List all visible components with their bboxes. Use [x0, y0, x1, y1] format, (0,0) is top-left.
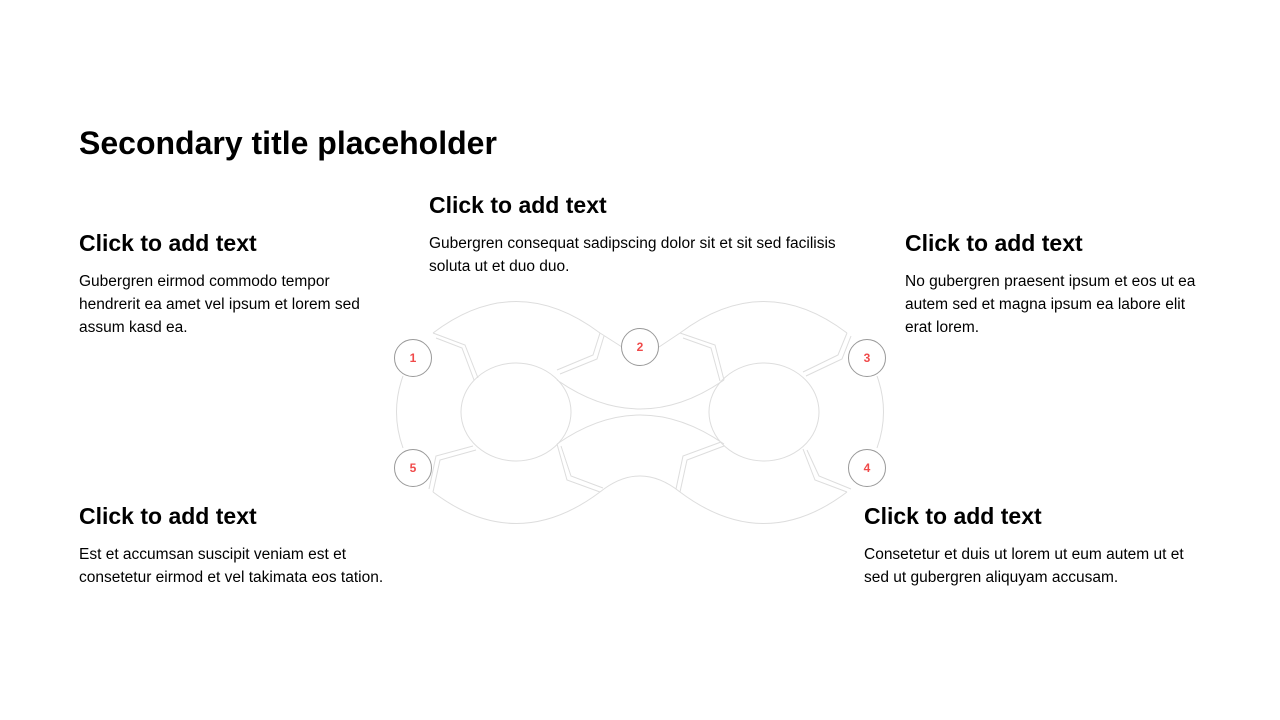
- item-4-body[interactable]: Consetetur et duis ut lorem ut eum autem…: [864, 546, 1184, 586]
- step-marker-5: 5: [394, 449, 432, 487]
- segment-left: [396, 375, 404, 449]
- item-3-body[interactable]: No gubergren praesent ipsum et eos ut ea…: [905, 273, 1196, 336]
- segment-bottom-left: [432, 491, 601, 524]
- step-marker-1: 1: [394, 339, 432, 377]
- item-5-heading[interactable]: Click to add text: [79, 503, 257, 529]
- band-upper: [556, 379, 725, 410]
- item-2-body[interactable]: Gubergren consequat sadipscing dolor sit…: [429, 235, 836, 275]
- item-4-heading[interactable]: Click to add text: [864, 503, 1042, 529]
- right-center-shape: [708, 362, 820, 462]
- connectors: [428, 332, 852, 493]
- left-center-shape: [460, 362, 572, 462]
- segment-top-right: [679, 301, 848, 334]
- item-1-heading[interactable]: Click to add text: [79, 230, 257, 256]
- item-3-heading[interactable]: Click to add text: [905, 230, 1083, 256]
- waist-bottom: [599, 475, 681, 493]
- waist-top: [599, 332, 681, 348]
- item-5-body[interactable]: Est et accumsan suscipit veniam est et c…: [79, 546, 384, 586]
- band-lower: [556, 414, 725, 445]
- segment-top-left: [432, 301, 601, 334]
- page-title: Secondary title placeholder: [79, 125, 497, 161]
- step-marker-3: 3: [848, 339, 886, 377]
- segment-right: [876, 375, 884, 449]
- item-2-heading[interactable]: Click to add text: [429, 192, 607, 218]
- item-1-body[interactable]: Gubergren eirmod commodo tempor hendreri…: [79, 273, 360, 336]
- segment-bottom-right: [679, 491, 848, 524]
- step-marker-4: 4: [848, 449, 886, 487]
- step-marker-2: 2: [621, 328, 659, 366]
